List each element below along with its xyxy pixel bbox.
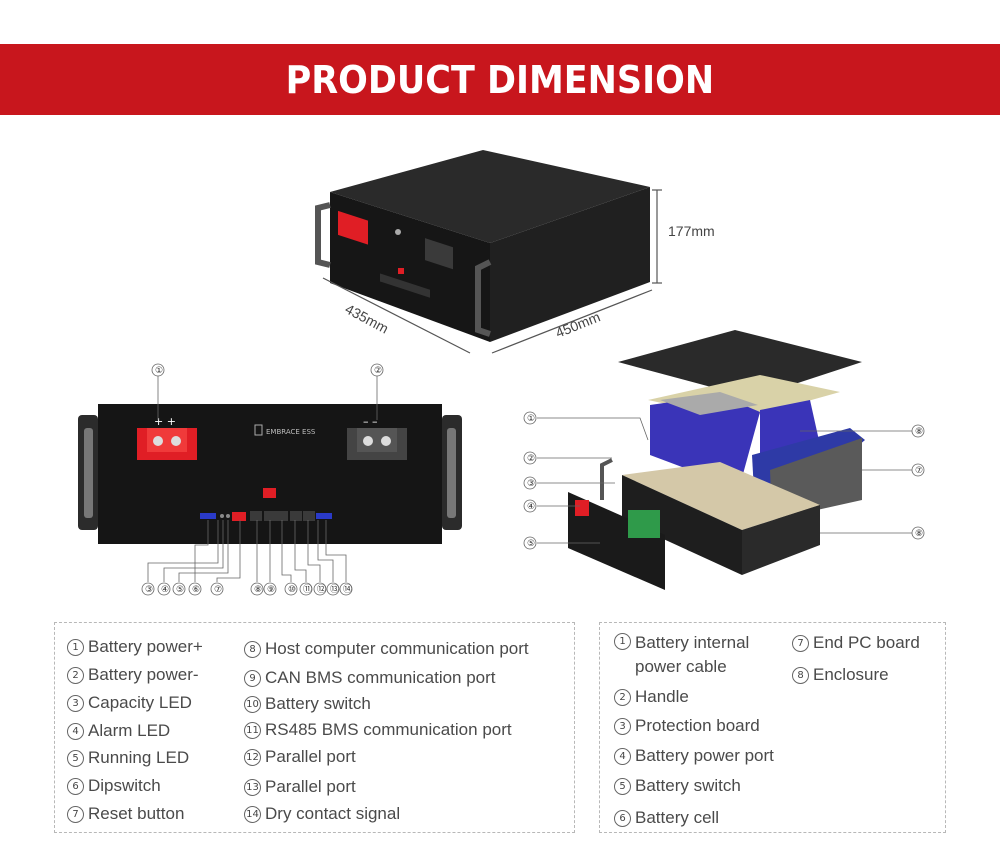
dry-contact [316, 513, 332, 519]
svg-text:⑧: ⑧ [915, 529, 923, 539]
svg-text:⑧: ⑧ [254, 585, 262, 595]
svg-text:④: ④ [161, 585, 169, 595]
svg-text:⑪: ⑪ [303, 584, 312, 595]
svg-text:⑤: ⑤ [176, 585, 184, 595]
switch-iso [398, 268, 404, 274]
red-terminal-iso [338, 210, 368, 245]
svg-text:⑦: ⑦ [214, 585, 222, 595]
depth-line [491, 289, 653, 354]
svg-text:①: ① [155, 366, 163, 376]
svg-text:⑤: ⑤ [527, 539, 535, 549]
svg-text:③: ③ [527, 479, 535, 489]
enclosure [622, 475, 742, 575]
protection-board [628, 510, 660, 538]
battery-cells [650, 395, 760, 485]
battery-top [330, 150, 650, 243]
lid [618, 330, 862, 398]
svg-text:④: ④ [527, 502, 535, 512]
ports-iso [380, 273, 430, 298]
svg-text:⑧: ⑧ [915, 427, 923, 437]
title-banner: PRODUCT DIMENSION [0, 44, 1000, 115]
left-handle-iso [315, 202, 331, 268]
brand-logo-icon [254, 424, 263, 436]
svg-text:⑬: ⑬ [330, 584, 339, 595]
logo-iso [395, 229, 401, 235]
svg-text:②: ② [374, 366, 382, 376]
isometric-battery: 177mm 435mm 450mm [315, 150, 715, 354]
height-label: 177mm [668, 223, 715, 239]
battery-power-port [575, 500, 589, 516]
plus-signs: + + [154, 415, 176, 428]
svg-text:⑭: ⑭ [343, 584, 352, 595]
battery-front [330, 192, 490, 342]
front-panel-view: + + – – EMBRACE ESS ① ② [78, 363, 462, 596]
svg-text:③: ③ [145, 585, 153, 595]
svg-text:⑦: ⑦ [915, 466, 923, 476]
dipswitch [200, 513, 216, 519]
page-title: PRODUCT DIMENSION [285, 57, 715, 102]
brand-text: EMBRACE ESS [266, 428, 316, 436]
exploded-view: ① ② ③ ④ ⑤ ⑧ ⑦ ⑧ [523, 330, 925, 590]
svg-text:⑩: ⑩ [288, 585, 296, 595]
svg-text:⑨: ⑨ [267, 585, 275, 595]
svg-text:②: ② [527, 454, 535, 464]
front-plate [568, 492, 665, 590]
svg-text:①: ① [527, 414, 535, 424]
width-label: 435mm [343, 301, 392, 337]
svg-text:⑫: ⑫ [317, 584, 326, 595]
enclosure-floor [622, 462, 820, 530]
right-handle-iso [475, 259, 492, 337]
battery-switch [263, 488, 276, 498]
handle-exploded [600, 458, 613, 500]
black-terminal-iso [425, 238, 453, 270]
minus-signs: – – [363, 415, 378, 428]
svg-text:⑥: ⑥ [192, 585, 200, 595]
width-line [322, 277, 471, 354]
battery-side [490, 187, 650, 342]
